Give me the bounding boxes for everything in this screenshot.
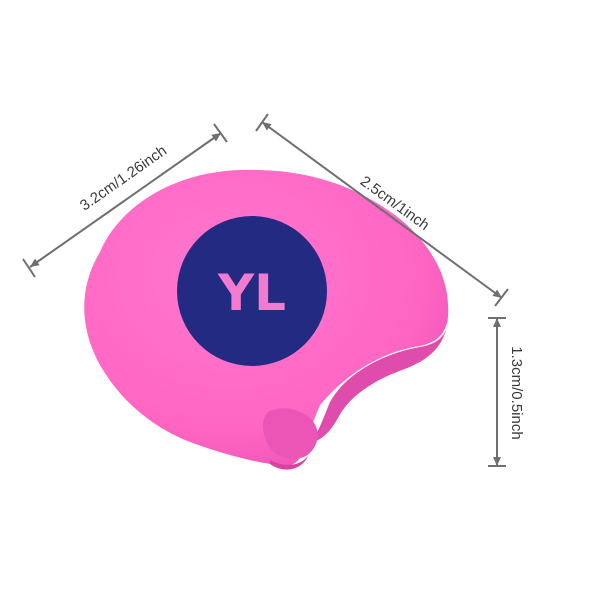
width-tick-left (22, 258, 36, 278)
depth-tick-top (255, 113, 269, 132)
height-dimension: 1.3cm/0.5inch (488, 317, 525, 467)
product-bottom-edge (270, 456, 308, 470)
width-dimension-line (29, 132, 222, 268)
brand-logo: YL (177, 216, 327, 366)
logo-text: YL (217, 264, 286, 322)
width-tick-right (213, 123, 228, 143)
depth-dimension-line (261, 121, 503, 299)
depth-tick-bottom (494, 288, 509, 307)
product-slot-shadow (312, 318, 448, 442)
height-label: 1.3cm/0.5inch (508, 346, 525, 439)
product-finger-hole (262, 408, 318, 459)
